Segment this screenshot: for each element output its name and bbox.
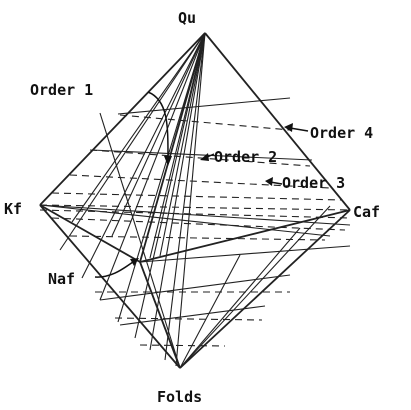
order-labels: Order 1 Order 2 Order 3 Order 4	[30, 81, 373, 192]
order1-label: Order 1	[30, 81, 93, 99]
order3-label: Order 3	[282, 174, 345, 192]
edge-caf-folds	[180, 210, 350, 368]
order1-arrow	[148, 92, 168, 158]
order4-label: Order 4	[310, 124, 373, 142]
bottom-vertex-label: Folds	[157, 388, 202, 406]
front-vertex-label: Naf	[48, 270, 75, 288]
top-vertex-label: Qu	[178, 9, 196, 27]
order4-arrow	[290, 128, 308, 131]
edge-naf-folds	[140, 262, 180, 368]
right-vertex-label: Caf	[353, 203, 380, 221]
order2-label: Order 2	[214, 148, 277, 166]
left-vertex-label: Kf	[4, 200, 22, 218]
